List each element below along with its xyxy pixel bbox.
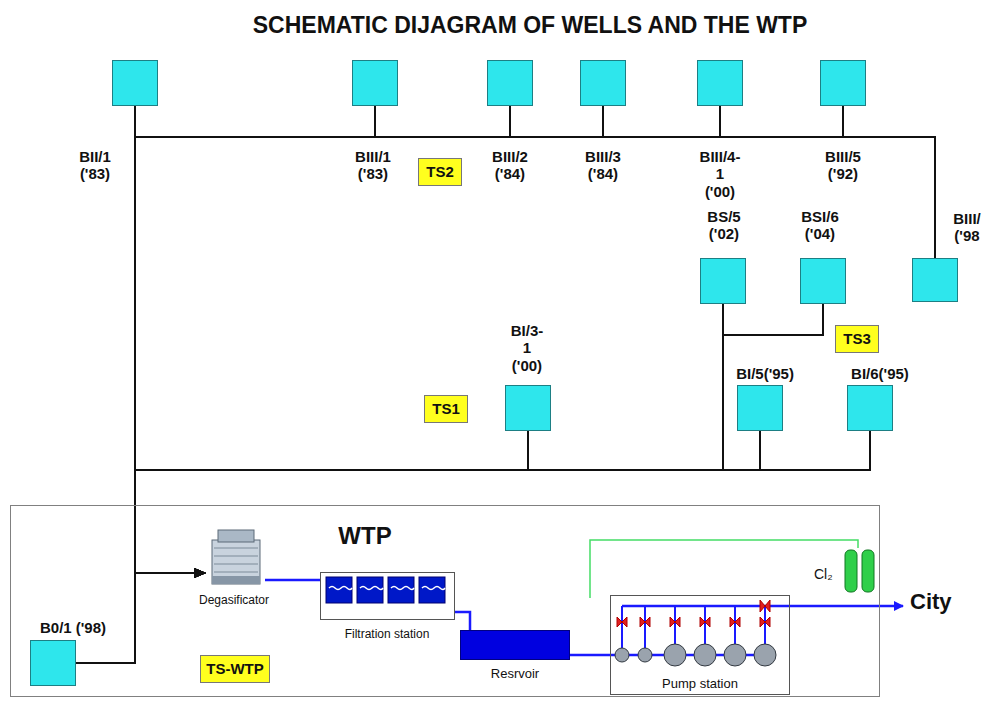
node-label: BSI/6 ('04) <box>801 208 839 243</box>
test-site-tag: TS3 <box>835 325 879 353</box>
site-label: TS3 <box>843 330 871 347</box>
well-pipe <box>135 106 375 573</box>
well-box: BIII/2 ('84) <box>487 60 533 106</box>
well-box: BIII/4-1 ('00) <box>697 60 743 106</box>
node-label: Degasificator <box>199 594 269 608</box>
node-label: BIII/3 ('84) <box>585 148 621 183</box>
pump-station-box: Pump station <box>610 595 790 695</box>
node-label: BIII/ ('98 <box>953 210 981 245</box>
node-label: WTP <box>338 522 391 550</box>
node-label: Resrvoir <box>491 667 539 682</box>
node-label: BI/6('95) <box>851 365 909 382</box>
well-box: BI/5('95) <box>737 385 783 431</box>
well-box: BII/1 ('83) <box>112 60 158 106</box>
well-pipe <box>135 431 870 573</box>
reservoir-tank: Resrvoir <box>460 630 570 660</box>
well-box: BIII/3 ('84) <box>580 60 626 106</box>
well-pipe <box>135 106 603 573</box>
node-label: BI/3-1 ('00) <box>511 322 544 374</box>
process-pipe <box>265 579 320 582</box>
well-pipe <box>135 106 843 573</box>
filter-tanks <box>326 577 445 603</box>
well-pipe <box>135 431 528 573</box>
well-box: BS/5 ('02) <box>700 258 746 304</box>
degasificator-icon: Degasificator <box>205 528 265 586</box>
node-label: Pump station <box>662 677 738 692</box>
well-pipe <box>135 106 205 573</box>
well-box: BSI/6 ('04) <box>800 258 846 304</box>
chlorine-line <box>590 540 858 598</box>
well-pipe <box>135 106 720 573</box>
chlorine-cylinder <box>862 550 874 592</box>
process-pipe <box>455 612 470 630</box>
well-box: BIII/ ('98 <box>912 258 958 302</box>
node-label: BII/1 ('83) <box>79 148 111 183</box>
destination-label: City <box>910 589 952 615</box>
chemical-label: Cl₂ <box>814 566 833 582</box>
node-label: Filtration station <box>345 628 430 642</box>
well-pipe <box>135 137 935 573</box>
node-label: BI/5('95) <box>736 365 794 382</box>
node-label: BS/5 ('02) <box>707 208 740 243</box>
outlet-valve <box>760 600 770 612</box>
node-label: BIII/5 ('92) <box>825 148 861 183</box>
node-label: BIII/2 ('84) <box>492 148 528 183</box>
well-pipe <box>135 106 510 573</box>
well-box: BIII/1 ('83) <box>352 60 398 106</box>
well-pipe <box>76 573 205 663</box>
test-site-tag: TS1 <box>424 395 468 423</box>
site-label: TS1 <box>432 400 460 417</box>
node-label: BIII/4-1 ('00) <box>700 148 741 200</box>
well-box: BI/3-1 ('00) <box>505 385 551 431</box>
chlorine-cylinder <box>845 550 857 592</box>
site-label: TS2 <box>426 163 454 180</box>
test-site-tag: TS-WTP <box>200 655 270 683</box>
plant-boundary: WTPDegasificatorFiltration stationResrvo… <box>10 505 880 697</box>
diagram-title: SCHEMATIC DIJAGRAM OF WELLS AND THE WTP <box>66 12 994 39</box>
process-pipe <box>570 654 610 657</box>
well-box: BI/6('95) <box>847 385 893 431</box>
well-pipe <box>135 304 823 573</box>
node-label: BIII/1 ('83) <box>355 148 391 183</box>
well-pipe <box>135 431 760 573</box>
well-pipe <box>135 304 723 573</box>
degasificator-drawing <box>212 530 260 584</box>
pump-set <box>610 606 776 666</box>
well-box: BIII/5 ('92) <box>820 60 866 106</box>
test-site-tag: TS2 <box>418 158 462 186</box>
well-box: B0/1 ('98) <box>30 640 76 686</box>
node-label: B0/1 ('98) <box>40 619 106 636</box>
site-label: TS-WTP <box>206 660 264 677</box>
filtration-box: Filtration station <box>320 572 455 620</box>
